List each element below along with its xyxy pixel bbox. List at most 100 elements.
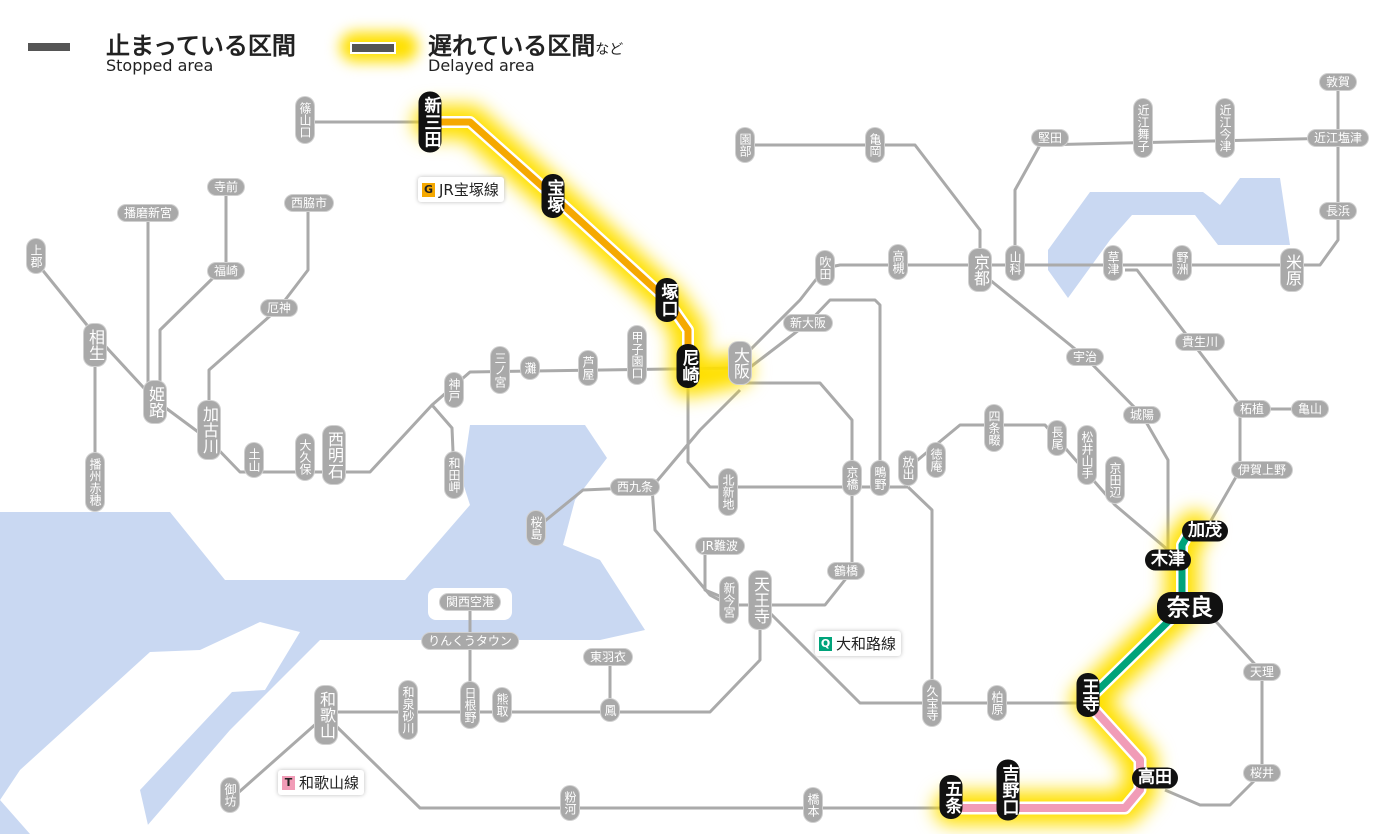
line-badge-wakayama[interactable]: T 和歌山線 — [278, 770, 365, 795]
station[interactable]: 西明石 — [323, 426, 345, 484]
station[interactable]: 久宝寺 — [923, 680, 941, 726]
station[interactable]: 敦賀 — [1319, 74, 1357, 90]
station[interactable]: 西脇市 — [284, 195, 334, 211]
station[interactable]: 和歌山 — [315, 686, 337, 744]
station[interactable]: 京田辺 — [1106, 457, 1124, 503]
line-code-q: Q — [819, 636, 832, 651]
station[interactable]: 高槻 — [889, 245, 907, 279]
station[interactable]: 米原 — [1281, 249, 1303, 291]
station[interactable]: 天王寺 — [749, 571, 771, 629]
station[interactable]: 日根野 — [461, 682, 479, 728]
station[interactable]: 和泉砂川 — [399, 681, 417, 739]
station[interactable]: 西九条 — [610, 479, 660, 495]
delayed-station[interactable]: 宝塚 — [541, 174, 565, 218]
delayed-station[interactable]: 加茂 — [1182, 520, 1228, 542]
station[interactable]: 和田岬 — [445, 452, 463, 498]
station[interactable]: 亀岡 — [866, 128, 884, 162]
station[interactable]: 四条畷 — [985, 405, 1003, 451]
delayed-label-en: Delayed area — [428, 56, 535, 75]
station[interactable]: 柘植 — [1233, 401, 1271, 417]
station[interactable]: 北新地 — [719, 469, 737, 515]
station[interactable]: 徳庵 — [927, 443, 945, 477]
station[interactable]: 粉河 — [561, 786, 579, 820]
delayed-station[interactable]: 高田 — [1132, 767, 1178, 789]
station[interactable]: 加古川 — [198, 401, 220, 459]
delayed-station[interactable]: 木津 — [1145, 549, 1191, 571]
station[interactable]: 神戸 — [445, 373, 463, 407]
station[interactable]: 京橋 — [843, 461, 861, 495]
delayed-label-suffix: など — [595, 42, 624, 58]
station[interactable]: 寺前 — [207, 179, 245, 195]
station[interactable]: 三ノ宮 — [491, 347, 509, 393]
line-badge-yamatoji[interactable]: Q 大和路線 — [815, 631, 902, 656]
line-takarazuka — [430, 118, 692, 366]
delayed-label-main: 遅れている区間 — [428, 32, 596, 60]
station[interactable]: 松井山手 — [1078, 426, 1096, 484]
delayed-station[interactable]: 吉野口 — [996, 759, 1020, 821]
station[interactable]: 野洲 — [1173, 246, 1191, 280]
station[interactable]: 関西空港 — [439, 594, 501, 610]
station[interactable]: 近江塩津 — [1307, 130, 1369, 146]
station[interactable]: JR難波 — [696, 538, 744, 554]
station[interactable]: 桜島 — [527, 511, 545, 545]
station[interactable]: 長尾 — [1048, 421, 1066, 455]
station[interactable]: 京都 — [969, 249, 991, 291]
delayed-station[interactable]: 五条 — [939, 775, 963, 819]
line-code-g: G — [422, 182, 435, 197]
station[interactable]: 新大阪 — [783, 315, 833, 331]
station[interactable]: 篠山口 — [296, 97, 314, 143]
station[interactable]: りんくうタウン — [422, 633, 518, 649]
station[interactable]: 貴生川 — [1175, 334, 1225, 350]
station[interactable]: 吹田 — [816, 251, 834, 285]
station[interactable]: 播磨新宮 — [117, 205, 179, 221]
station[interactable]: 桜井 — [1243, 765, 1281, 781]
station[interactable]: 鴫野 — [871, 461, 889, 495]
delayed-label-ja: 遅れている区間など — [428, 26, 623, 61]
station[interactable]: 甲子園口 — [628, 326, 646, 384]
stopped-label-ja: 止まっている区間 — [106, 32, 296, 60]
station[interactable]: 橋本 — [804, 788, 822, 822]
line-name: JR宝塚線 — [439, 181, 499, 199]
station[interactable]: 福崎 — [207, 263, 245, 279]
stopped-label-en: Stopped area — [106, 56, 214, 75]
station[interactable]: 相生 — [84, 324, 106, 366]
station[interactable]: 芦屋 — [579, 351, 597, 385]
station[interactable]: 堅田 — [1031, 130, 1069, 146]
station[interactable]: 長浜 — [1319, 203, 1357, 219]
station[interactable]: 大阪 — [729, 342, 751, 384]
station[interactable]: 伊賀上野 — [1231, 462, 1293, 478]
station[interactable]: 宇治 — [1066, 349, 1104, 365]
delayed-station[interactable]: 尼崎 — [676, 344, 700, 388]
station[interactable]: 姫路 — [144, 381, 166, 423]
station[interactable]: 東羽衣 — [583, 649, 633, 665]
station[interactable]: 園部 — [736, 128, 754, 162]
station[interactable]: 鳳 — [601, 699, 619, 721]
line-badge-takarazuka[interactable]: G JR宝塚線 — [418, 177, 504, 202]
station[interactable]: 新今宮 — [720, 577, 738, 623]
delayed-station[interactable]: 奈良 — [1157, 592, 1223, 624]
station[interactable]: 亀山 — [1291, 401, 1329, 417]
delayed-station[interactable]: 塚口 — [655, 278, 679, 322]
station[interactable]: 播州赤穂 — [86, 453, 104, 511]
station[interactable]: 放出 — [899, 451, 917, 485]
delayed-station[interactable]: 新三田 — [418, 91, 442, 153]
station[interactable]: 灘 — [521, 357, 539, 379]
station[interactable]: 山科 — [1006, 246, 1024, 280]
station[interactable]: 御坊 — [221, 778, 239, 812]
station[interactable]: 草津 — [1104, 246, 1122, 280]
line-name: 大和路線 — [836, 635, 897, 653]
station[interactable]: 土山 — [245, 443, 263, 477]
station[interactable]: 大久保 — [296, 434, 314, 480]
delayed-station[interactable]: 王寺 — [1076, 673, 1100, 717]
station[interactable]: 上郡 — [27, 239, 45, 273]
station[interactable]: 近江舞子 — [1134, 99, 1152, 157]
awaji-island — [0, 622, 300, 834]
stopped-swatch — [28, 43, 70, 51]
station[interactable]: 天理 — [1243, 664, 1281, 680]
station[interactable]: 柏原 — [988, 686, 1006, 720]
station[interactable]: 城陽 — [1123, 407, 1161, 423]
station[interactable]: 熊取 — [493, 688, 511, 722]
station[interactable]: 鶴橋 — [827, 563, 865, 579]
station[interactable]: 厄神 — [260, 300, 298, 316]
station[interactable]: 近江今津 — [1216, 99, 1234, 157]
